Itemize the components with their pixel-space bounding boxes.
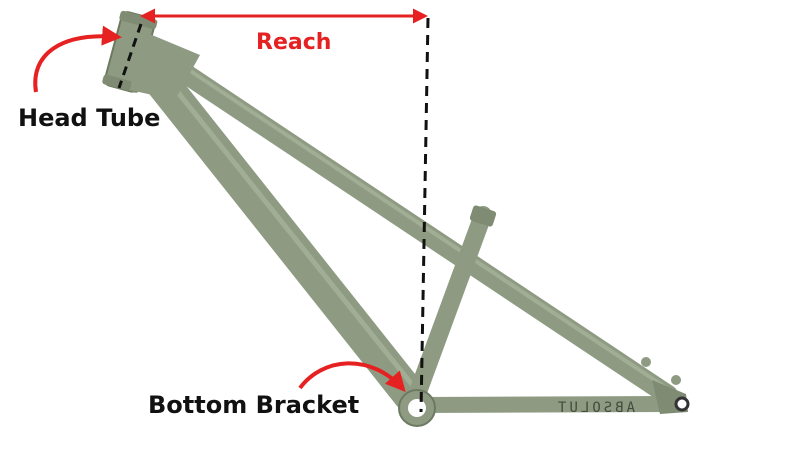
head-tube-dashed-line [117,23,143,89]
seat-tube [406,206,492,409]
top-tube [140,40,678,405]
bottom-bracket-pointer-arrow-icon [298,361,406,392]
chain-stay [410,396,684,413]
head-tube-label: Head Tube [18,104,161,132]
bottom-bracket-label: Bottom Bracket [148,391,360,419]
reach-vertical-dashed-line [419,17,430,413]
reach-label: Reach [256,30,332,55]
bike-frame [102,10,690,427]
down-tube [123,38,427,412]
frame-decal: ABSOLUT [555,400,635,416]
head-tube-pointer-arrow-icon [33,25,122,93]
